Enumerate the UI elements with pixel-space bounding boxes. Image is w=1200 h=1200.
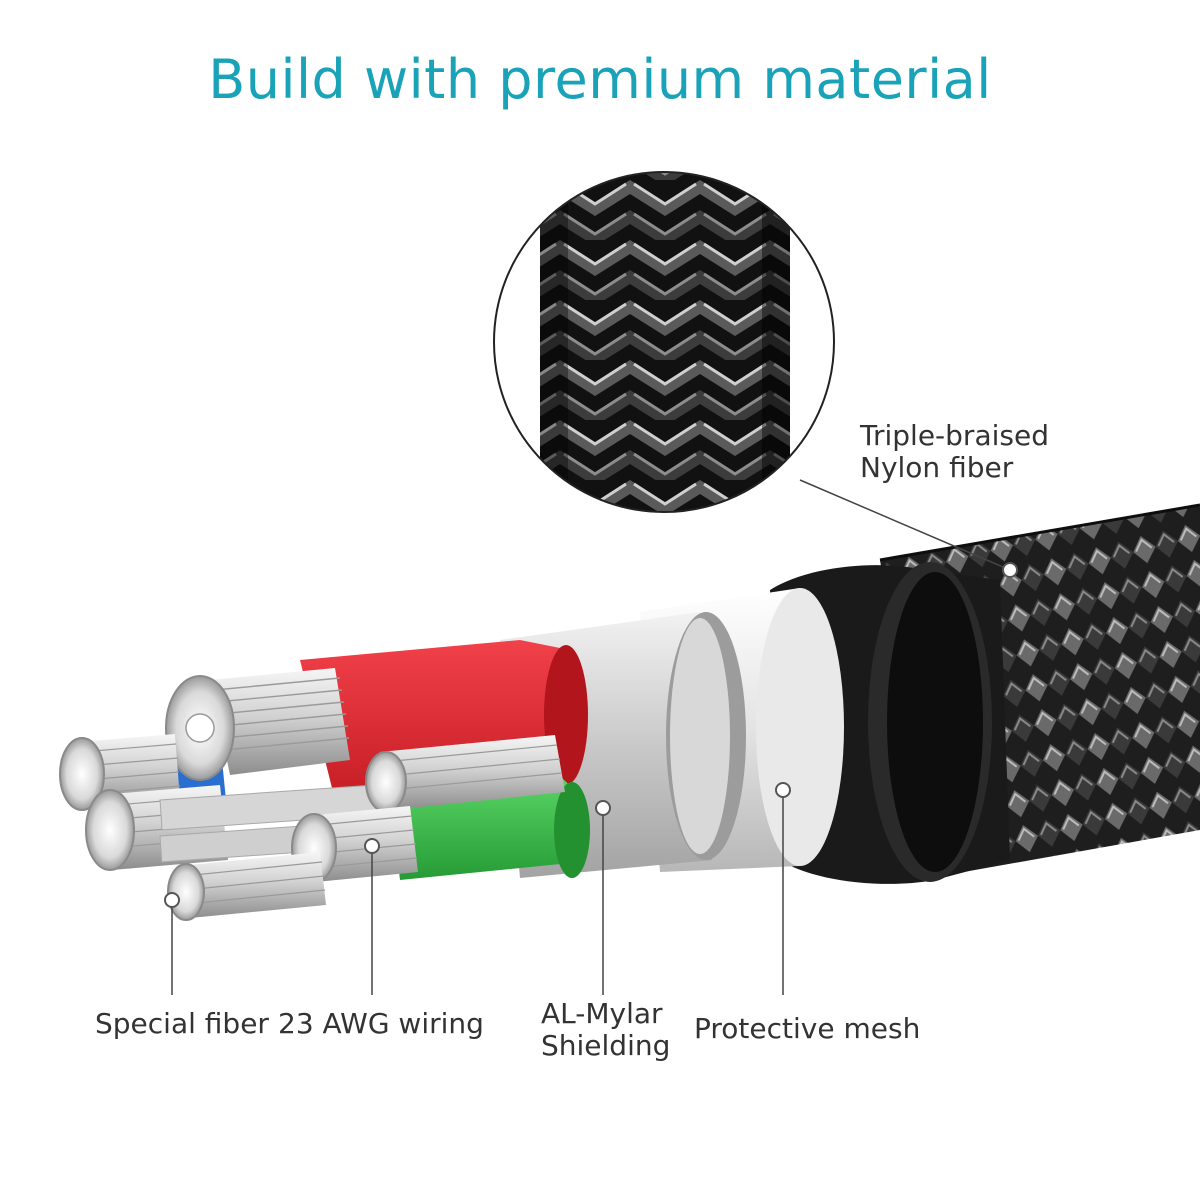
shield-label: AL-Mylar Shielding: [541, 998, 670, 1062]
mesh-label: Protective mesh: [694, 1012, 921, 1045]
braid-label-line2: Nylon fiber: [860, 451, 1014, 484]
shield-label-line2: Shielding: [541, 1029, 671, 1062]
braid-label: Triple-braised Nylon fiber: [860, 420, 1049, 484]
page-title: Build with premium material: [208, 48, 992, 111]
wiring-label: 23 AWG wiring: [278, 1007, 484, 1040]
callout-dots: [164, 562, 1018, 908]
shield-label-line1: AL-Mylar: [541, 997, 663, 1030]
special-fiber-label: Special fiber: [95, 1007, 269, 1040]
braid-zoom-lens: [493, 171, 835, 513]
braid-label-line1: Triple-braised: [860, 419, 1049, 452]
callout-lines: [171, 479, 1011, 995]
wire-strands: [59, 668, 565, 921]
